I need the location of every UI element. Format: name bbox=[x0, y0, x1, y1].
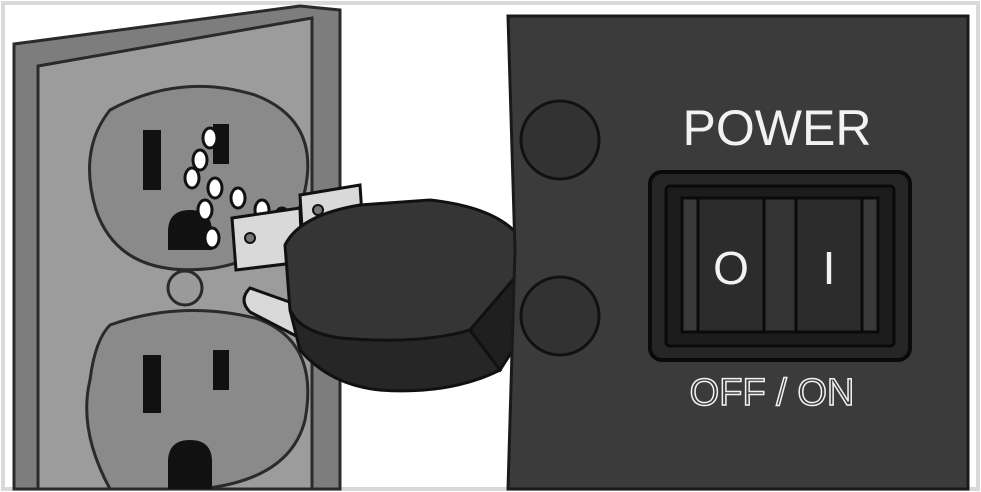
off-symbol: O bbox=[713, 242, 749, 294]
power-panel: POWER O I OFF / ON bbox=[508, 16, 968, 489]
power-label: POWER bbox=[683, 100, 872, 156]
hot-slot-lower bbox=[143, 355, 161, 413]
lower-receptacle bbox=[87, 310, 308, 489]
ground-hole-lower bbox=[168, 440, 212, 489]
hot-slot bbox=[143, 130, 161, 190]
mounting-hole-top bbox=[521, 101, 599, 179]
neutral-slot-lower bbox=[213, 350, 229, 390]
rocker-switch-icon[interactable]: O I bbox=[650, 172, 910, 360]
off-on-label: OFF / ON bbox=[690, 372, 855, 414]
faceplate-screw bbox=[168, 271, 202, 305]
mounting-hole-bottom bbox=[521, 277, 599, 355]
on-symbol: I bbox=[823, 242, 836, 294]
